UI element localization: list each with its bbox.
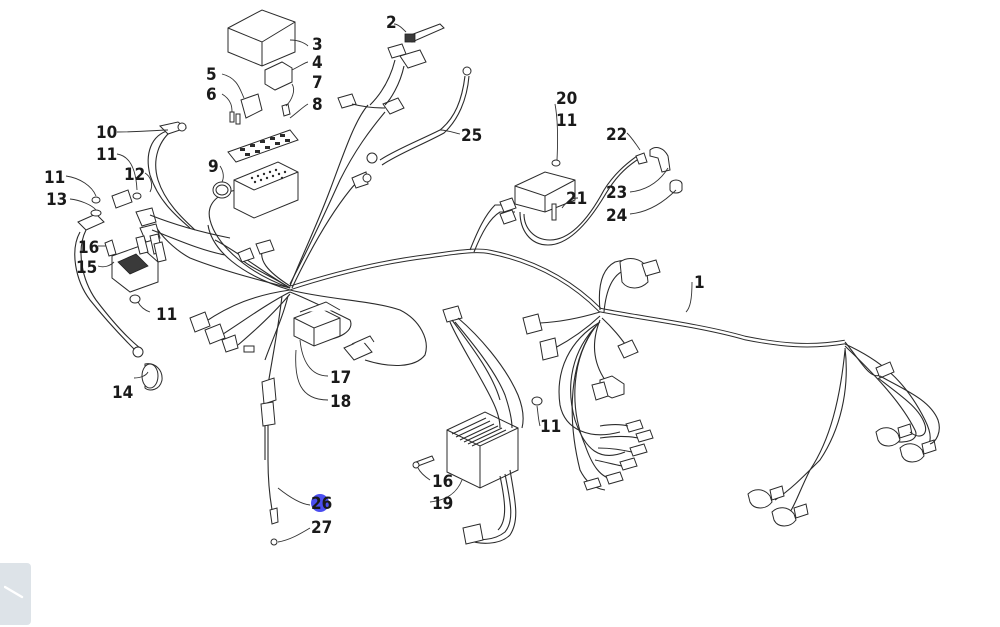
callout-12[interactable]: 12 xyxy=(124,165,145,185)
callout-13[interactable]: 13 xyxy=(46,190,67,210)
callout-11-c[interactable]: 11 xyxy=(156,305,177,325)
callout-16-b[interactable]: 16 xyxy=(432,472,453,492)
left-plug-connectors xyxy=(189,239,375,546)
callout-20[interactable]: 20 xyxy=(556,89,577,109)
callouts: 1 2 3 4 5 6 7 8 9 10 11 11 11 11 11 12 1… xyxy=(44,13,705,538)
callout-11-e[interactable]: 11 xyxy=(540,417,561,437)
callout-8[interactable]: 8 xyxy=(312,95,323,115)
callout-9[interactable]: 9 xyxy=(208,157,219,177)
left-cables xyxy=(74,121,231,391)
callout-5[interactable]: 5 xyxy=(206,65,217,85)
callout-15[interactable]: 15 xyxy=(76,258,97,278)
callout-27[interactable]: 27 xyxy=(311,518,332,538)
fuse-box-group xyxy=(212,9,299,219)
callout-17[interactable]: 17 xyxy=(330,368,351,388)
callout-3[interactable]: 3 xyxy=(312,35,323,55)
callout-24[interactable]: 24 xyxy=(606,206,627,226)
top-connectors xyxy=(337,23,472,189)
main-harness xyxy=(289,204,931,513)
callout-18[interactable]: 18 xyxy=(330,392,351,412)
callout-11-a[interactable]: 11 xyxy=(96,145,117,165)
callout-2[interactable]: 2 xyxy=(386,13,397,33)
callout-21[interactable]: 21 xyxy=(566,189,587,209)
callout-19[interactable]: 19 xyxy=(432,494,453,514)
callout-14[interactable]: 14 xyxy=(112,383,133,403)
callout-1[interactable]: 1 xyxy=(694,273,705,293)
module-20 xyxy=(499,147,683,246)
corner-nav-button[interactable] xyxy=(0,563,31,625)
callout-22[interactable]: 22 xyxy=(606,125,627,145)
callout-26[interactable]: 26 xyxy=(311,494,332,514)
left-junction xyxy=(154,104,427,516)
right-connectors xyxy=(522,258,940,527)
callout-7[interactable]: 7 xyxy=(312,73,323,93)
callout-11-d[interactable]: 11 xyxy=(556,111,577,131)
leader-lines xyxy=(65,23,693,543)
callout-23[interactable]: 23 xyxy=(606,183,627,203)
callout-16-a[interactable]: 16 xyxy=(78,238,99,258)
callout-4[interactable]: 4 xyxy=(312,53,323,73)
callout-6[interactable]: 6 xyxy=(206,85,217,105)
callout-26-highlight xyxy=(311,494,329,512)
callout-11-b[interactable]: 11 xyxy=(44,168,65,188)
callout-10[interactable]: 10 xyxy=(96,123,117,143)
diagonal-line-icon xyxy=(4,585,24,599)
callout-25[interactable]: 25 xyxy=(461,126,482,146)
regulator-19 xyxy=(412,305,543,545)
